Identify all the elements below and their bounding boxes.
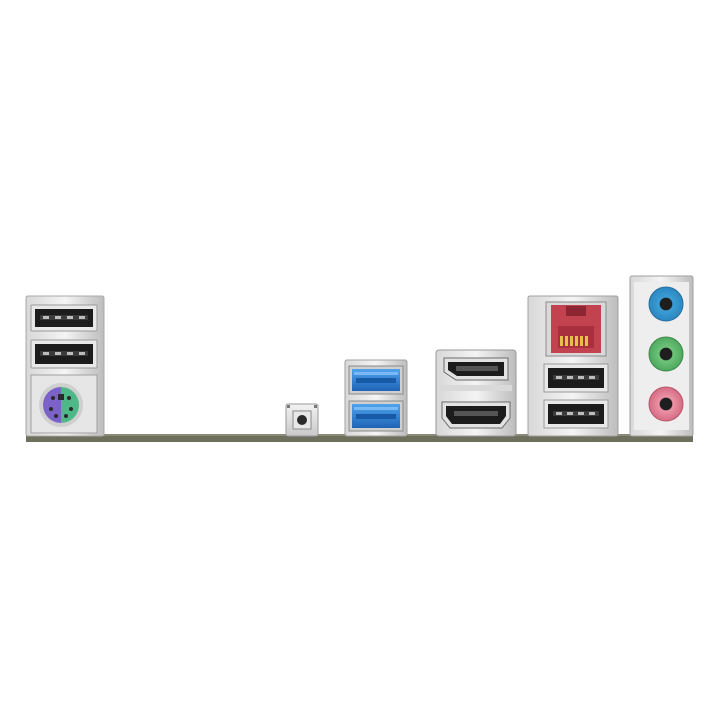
usb2-port-right-top[interactable] <box>543 363 609 393</box>
usb3-port-top[interactable] <box>348 365 404 395</box>
usb2-port-top-left[interactable] <box>30 304 98 332</box>
audio-jack-stack <box>629 275 694 437</box>
video-port-stack <box>435 349 517 437</box>
usb2-port-mid-left[interactable] <box>30 339 98 369</box>
pcb-edge <box>26 434 693 442</box>
usb3-port-stack <box>344 359 408 437</box>
lan-usb-stack <box>527 295 619 437</box>
usb2-port-right-bottom[interactable] <box>543 399 609 429</box>
clear-cmos-button[interactable] <box>285 403 319 437</box>
usb3-port-bottom[interactable] <box>348 400 404 432</box>
audio-line-in-jack[interactable] <box>648 286 684 322</box>
ps2-combo-port[interactable] <box>30 374 98 434</box>
hdmi-port[interactable] <box>441 401 511 429</box>
audio-line-out-jack[interactable] <box>648 336 684 372</box>
audio-mic-jack[interactable] <box>648 386 684 422</box>
ethernet-rj45-port[interactable] <box>545 301 607 357</box>
displayport-port[interactable] <box>443 357 509 381</box>
left-port-stack <box>25 295 105 437</box>
